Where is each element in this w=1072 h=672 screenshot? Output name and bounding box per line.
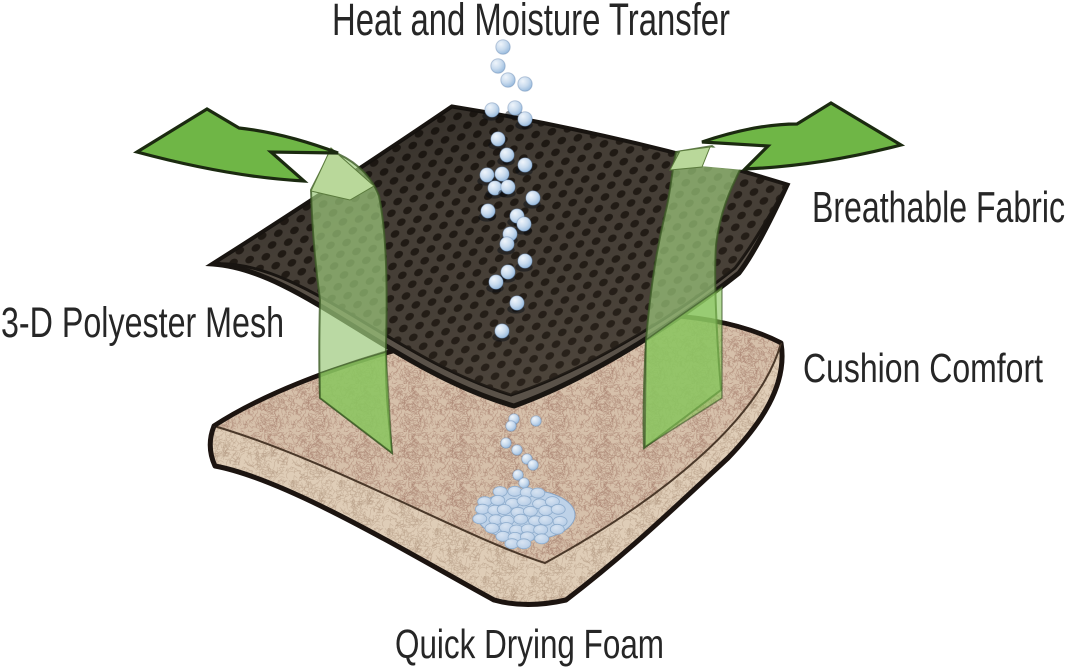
- svg-text:Heat and Moisture Transfer: Heat and Moisture Transfer: [332, 0, 730, 45]
- svg-text:3-D Polyester Mesh: 3-D Polyester Mesh: [1, 299, 284, 347]
- svg-text:Cushion Comfort: Cushion Comfort: [803, 345, 1043, 391]
- svg-text:Quick Drying Foam: Quick Drying Foam: [395, 621, 664, 667]
- svg-text:Breathable Fabric: Breathable Fabric: [812, 183, 1065, 232]
